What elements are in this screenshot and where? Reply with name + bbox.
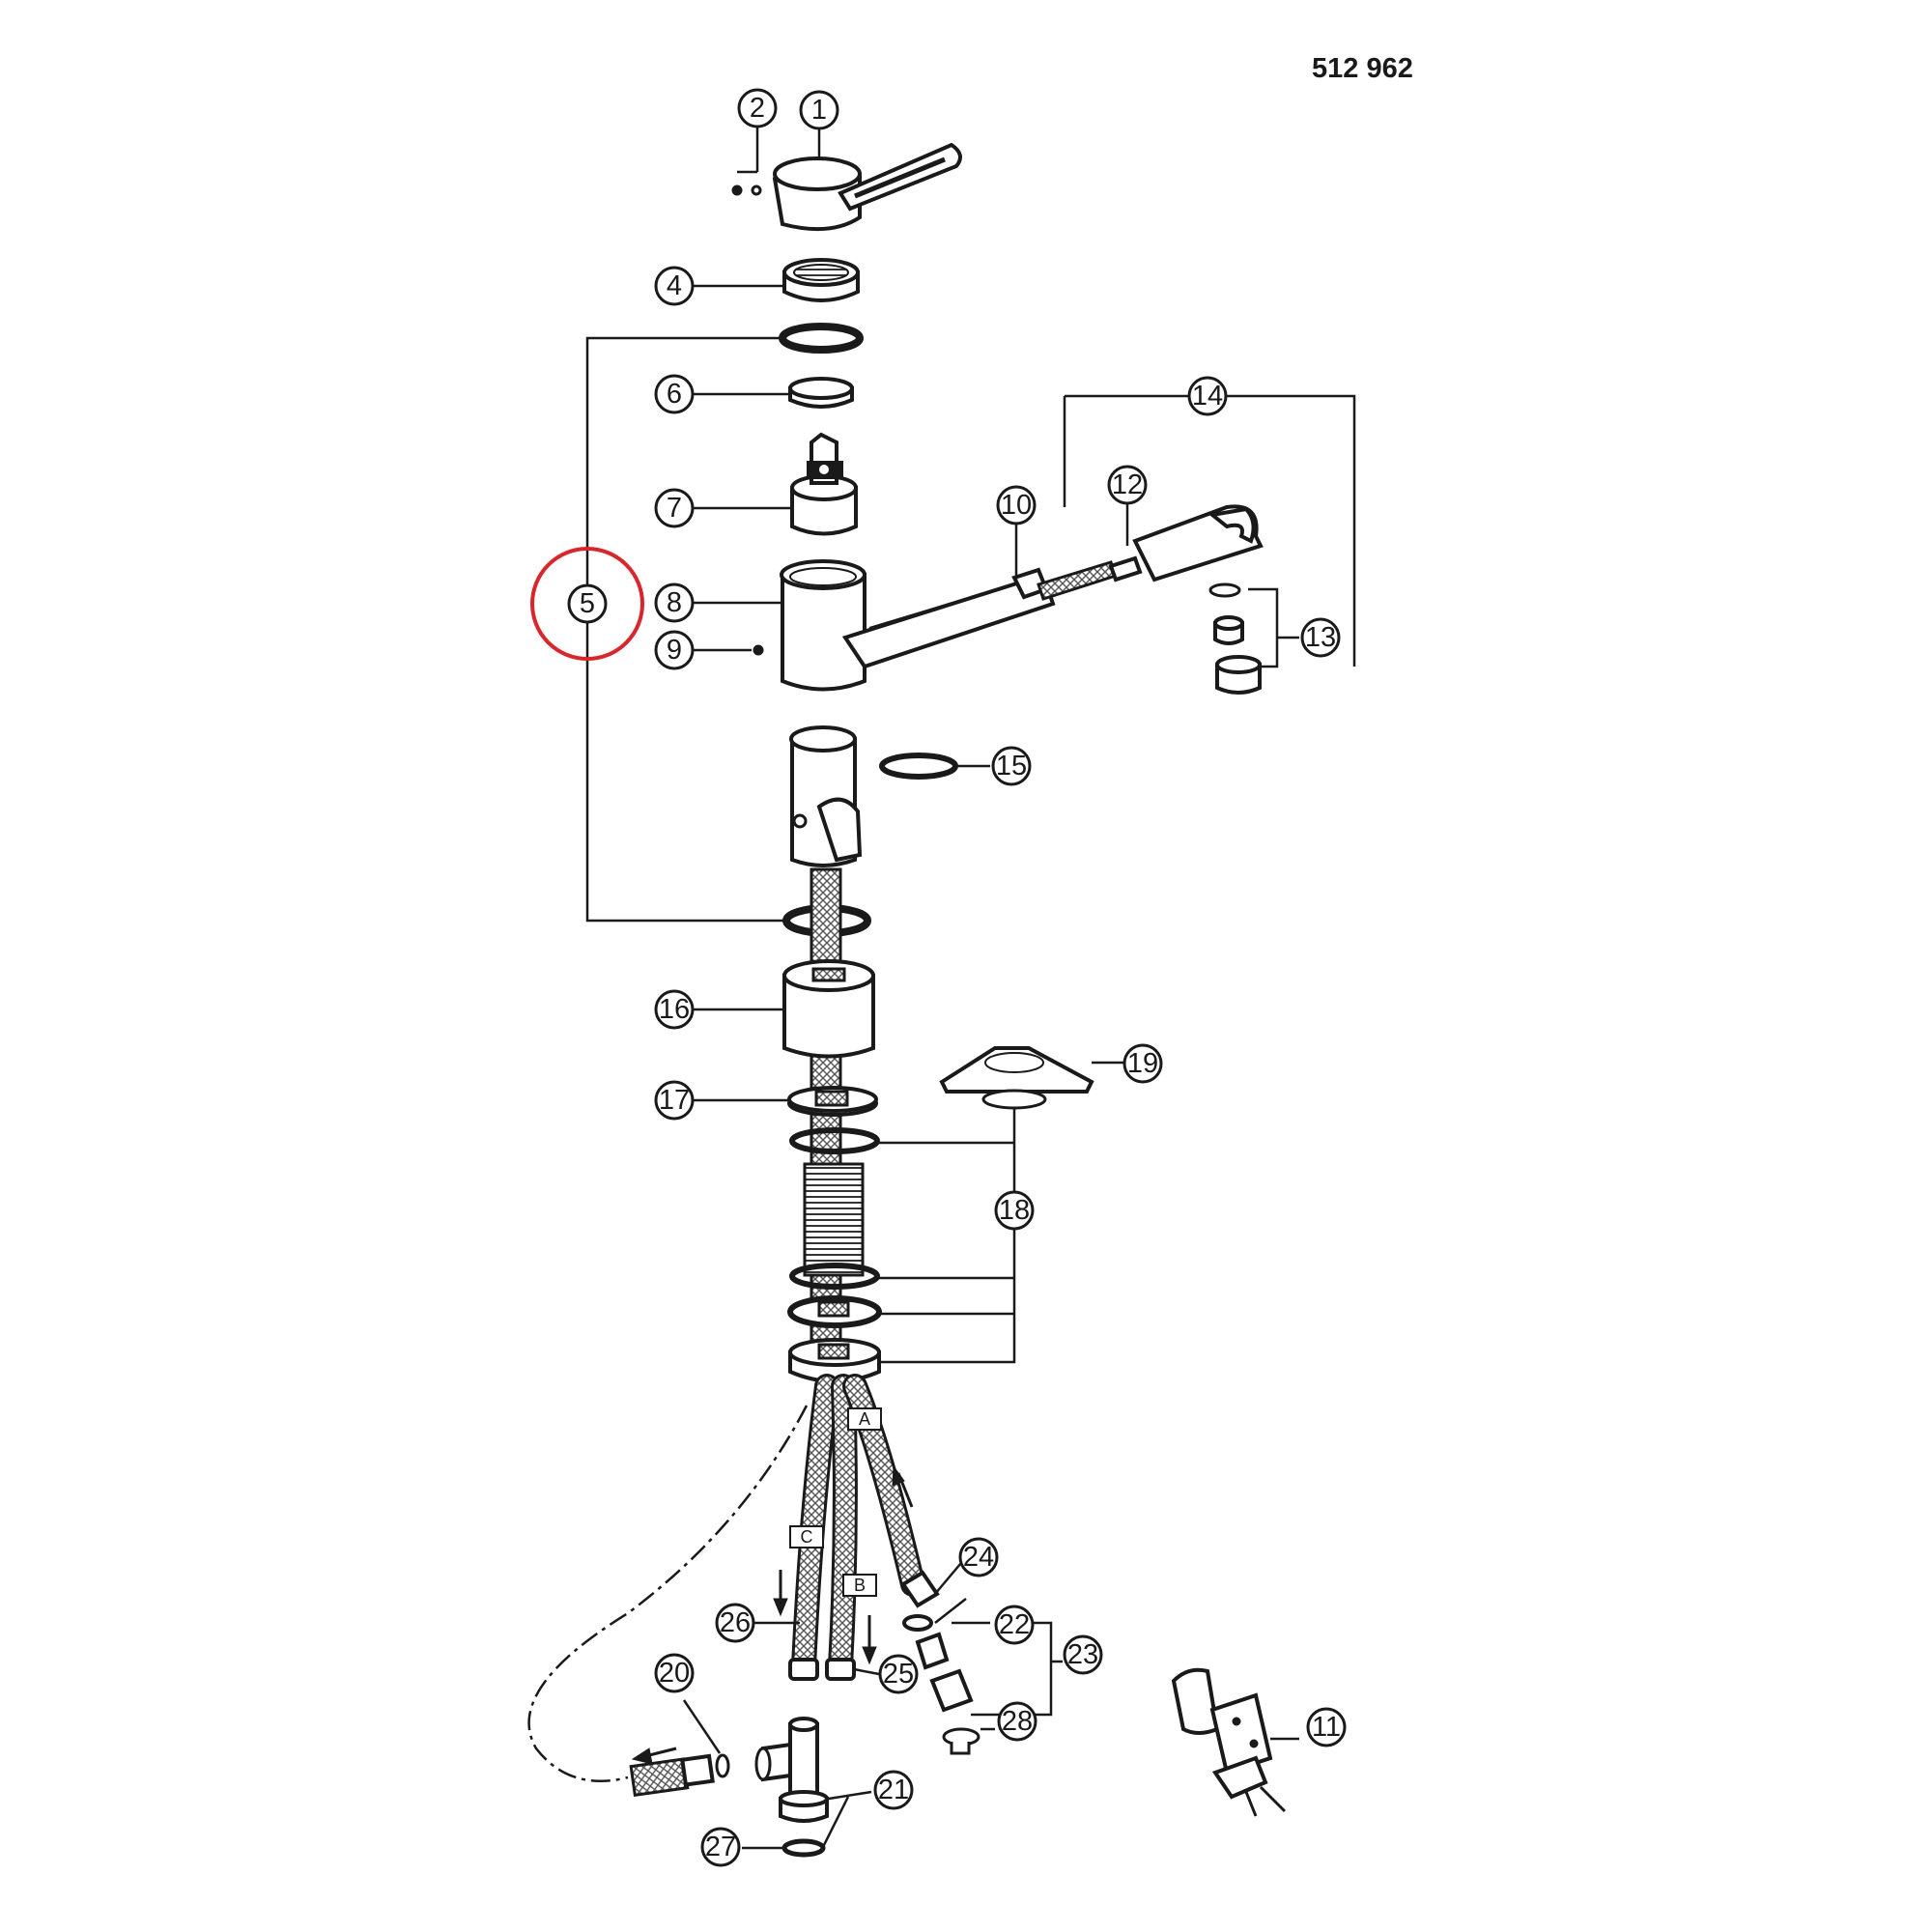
svg-text:6: 6: [667, 379, 682, 410]
svg-text:13: 13: [1305, 622, 1336, 653]
callout-17: 17: [654, 1080, 695, 1121]
svg-text:7: 7: [667, 493, 682, 524]
svg-text:10: 10: [1001, 490, 1032, 521]
callout-12: 12: [1107, 465, 1148, 505]
callout-23: 23: [1063, 1634, 1103, 1675]
cartridge-part: [790, 432, 858, 536]
svg-text:A: A: [859, 1409, 870, 1429]
callout-19: 19: [1122, 1043, 1163, 1084]
drain-path: [527, 1405, 809, 1782]
mounting-bracket-part: [1171, 1667, 1287, 1817]
leader-18: [875, 1106, 1016, 1364]
svg-text:1: 1: [811, 95, 827, 126]
leader-24: [934, 1556, 967, 1624]
supply-hoses: [788, 1374, 925, 1681]
set-screw-part: [731, 185, 762, 196]
svg-text:27: 27: [705, 1832, 736, 1862]
svg-text:15: 15: [996, 751, 1027, 781]
callout-7: 7: [654, 488, 695, 528]
callout-22: 22: [994, 1605, 1035, 1645]
callout-28: 28: [997, 1701, 1037, 1742]
connector-part: [902, 1614, 974, 1713]
callout-15: 15: [991, 746, 1032, 786]
pull-out-spray-part: [1011, 504, 1264, 601]
callout-13: 13: [1300, 617, 1341, 658]
grub-screw-part: [753, 644, 764, 656]
leader-13: [1248, 587, 1299, 668]
callout-1: 1: [799, 90, 839, 130]
svg-text:9: 9: [667, 635, 682, 666]
svg-text:19: 19: [1127, 1048, 1158, 1079]
svg-text:8: 8: [667, 587, 682, 618]
svg-text:28: 28: [1002, 1706, 1033, 1737]
svg-text:B: B: [854, 1576, 866, 1595]
document-number: 512 962: [1312, 53, 1413, 84]
callout-27: 27: [700, 1827, 741, 1867]
faucet-body-part: [780, 559, 1056, 692]
callout-18: 18: [994, 1190, 1035, 1231]
hose-label-b: B: [842, 1574, 877, 1597]
callout-10: 10: [996, 485, 1037, 526]
svg-text:4: 4: [667, 270, 682, 301]
mounting-kit-part: [787, 1127, 882, 1383]
cap-nut-part: [782, 258, 860, 302]
callout-6: 6: [654, 374, 695, 414]
leader-21: [821, 1790, 872, 1848]
svg-text:25: 25: [883, 1659, 914, 1690]
svg-text:26: 26: [720, 1607, 751, 1638]
svg-text:22: 22: [999, 1609, 1030, 1640]
callout-26: 26: [715, 1603, 755, 1643]
svg-text:20: 20: [659, 1658, 690, 1689]
leader-2: [737, 126, 759, 174]
ring-part: [788, 377, 854, 409]
callout-4: 4: [654, 266, 695, 306]
callout-21: 21: [873, 1770, 914, 1810]
callout-20: 20: [654, 1653, 695, 1693]
hose-label-a: A: [847, 1407, 882, 1431]
washer-part: [787, 1086, 878, 1117]
tee-washer-part: [781, 1838, 826, 1858]
callout-2: 2: [737, 88, 778, 128]
svg-text:11: 11: [1312, 1712, 1341, 1743]
svg-text:2: 2: [750, 93, 765, 124]
svg-text:14: 14: [1192, 381, 1223, 412]
highlight-circle: [530, 547, 644, 661]
aerator-part: [1208, 582, 1262, 695]
svg-text:16: 16: [659, 994, 690, 1025]
callout-24: 24: [958, 1537, 999, 1577]
base-plate-part: [939, 1046, 1094, 1110]
svg-text:21: 21: [878, 1775, 909, 1805]
svg-text:23: 23: [1067, 1639, 1098, 1670]
grommet-part: [942, 1727, 980, 1755]
svg-text:24: 24: [963, 1542, 994, 1573]
leader-25-26: [753, 1621, 880, 1676]
hose-label-c: C: [789, 1525, 824, 1548]
leader-5-bracket: [585, 336, 785, 923]
callout-8: 8: [654, 582, 695, 623]
callout-9: 9: [654, 630, 695, 670]
guide-housing-part: [789, 725, 863, 867]
leader-20: [682, 1699, 722, 1754]
spout-o-ring-part: [879, 753, 958, 780]
svg-text:12: 12: [1112, 469, 1143, 500]
callout-5: 5: [567, 583, 608, 624]
sleeve-part: [782, 959, 875, 1059]
tee-fitting-part: [754, 1717, 829, 1823]
svg-text:C: C: [801, 1527, 813, 1547]
svg-text:18: 18: [999, 1195, 1030, 1226]
svg-text:17: 17: [659, 1085, 690, 1116]
callout-11: 11: [1306, 1707, 1347, 1747]
diverter-hose-part: [629, 1753, 730, 1798]
callout-16: 16: [654, 989, 695, 1030]
callout-25: 25: [878, 1654, 919, 1694]
svg-text:5: 5: [580, 588, 595, 619]
hose-nut-part: [900, 1570, 940, 1608]
flow-arrows: [631, 1464, 914, 1765]
leader-14-right: [1065, 394, 1356, 667]
callout-14: 14: [1187, 376, 1228, 416]
lever-handle-part: [772, 142, 962, 232]
